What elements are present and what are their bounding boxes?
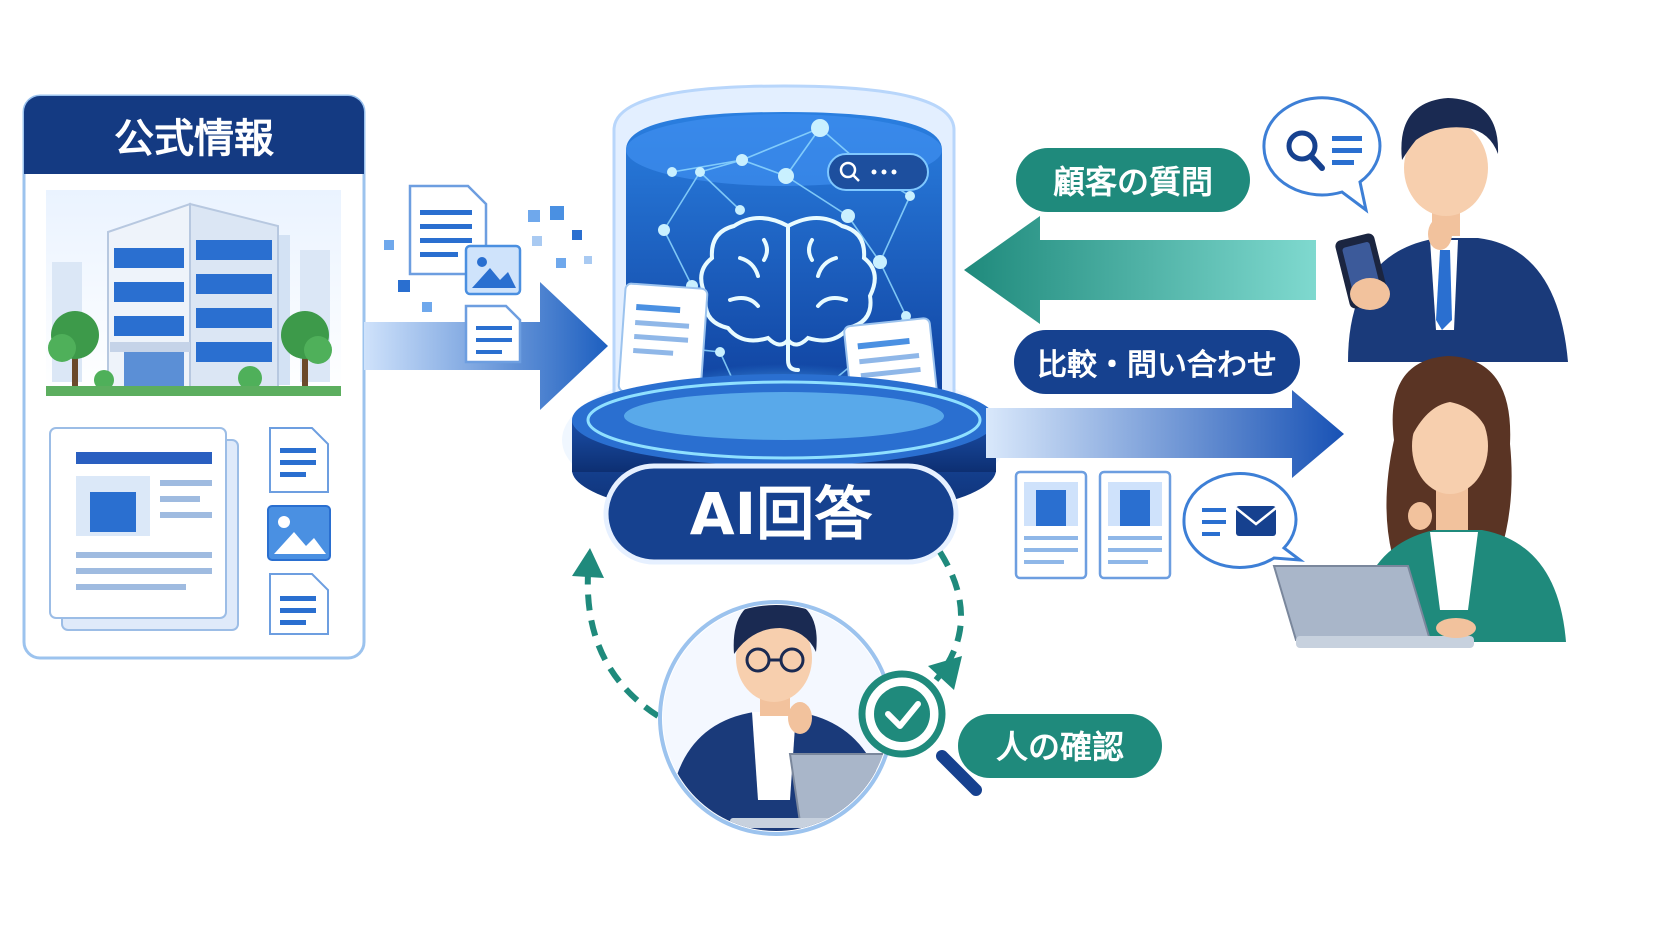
customer-question-flow: 顧客の質問: [964, 148, 1316, 324]
document-icon: [269, 427, 329, 493]
ai-answer-label: AI回答: [690, 480, 873, 548]
official-info-title: 公式情報: [114, 116, 274, 162]
result-cards: [1014, 470, 1306, 580]
search-speech-bubble: [1262, 96, 1382, 214]
human-check-loop: [572, 548, 965, 719]
mail-icon: [1235, 506, 1277, 536]
compare-inquiry-pill: [1014, 330, 1300, 394]
compare-inquiry-flow: 比較・問い合わせ: [986, 330, 1344, 478]
laptop-icon: [1272, 565, 1474, 648]
checkmark-icon: [885, 701, 921, 729]
customer-man-person-icon: [1262, 96, 1568, 362]
document-icon: [269, 573, 329, 635]
search-icon: [839, 161, 860, 182]
customer-question-label: 顧客の質問: [1053, 163, 1213, 201]
image-icon: [267, 505, 331, 561]
document-icon: [49, 427, 239, 631]
image-icon: [464, 244, 522, 296]
arrow-ai-to-customer: [986, 390, 1344, 478]
building-icon: [46, 190, 341, 396]
ai-engine: AI回答: [562, 84, 1006, 565]
data-fragments: [384, 184, 592, 364]
search-bar: [827, 153, 929, 191]
customer-question-pill: [1016, 148, 1250, 212]
document-icon: [464, 304, 522, 364]
official-info-panel: 公式情報: [22, 94, 366, 660]
mail-speech-bubble: [1182, 472, 1306, 569]
search-icon: [1286, 130, 1325, 171]
human-check-flow: 人の確認: [958, 714, 1162, 778]
document-icon: [1098, 470, 1172, 580]
document-icon: [1014, 470, 1088, 580]
arrow-question-to-ai: [964, 216, 1316, 324]
customer-woman-person-icon: [1272, 356, 1566, 648]
ai-answer-pill: [603, 463, 959, 565]
reviewer-person-icon: [658, 600, 894, 836]
human-check-label: 人の確認: [996, 728, 1124, 766]
human-check-pill: [958, 714, 1162, 778]
compare-inquiry-label: 比較・問い合わせ: [1037, 348, 1277, 383]
magnifier-icon: [858, 670, 982, 796]
